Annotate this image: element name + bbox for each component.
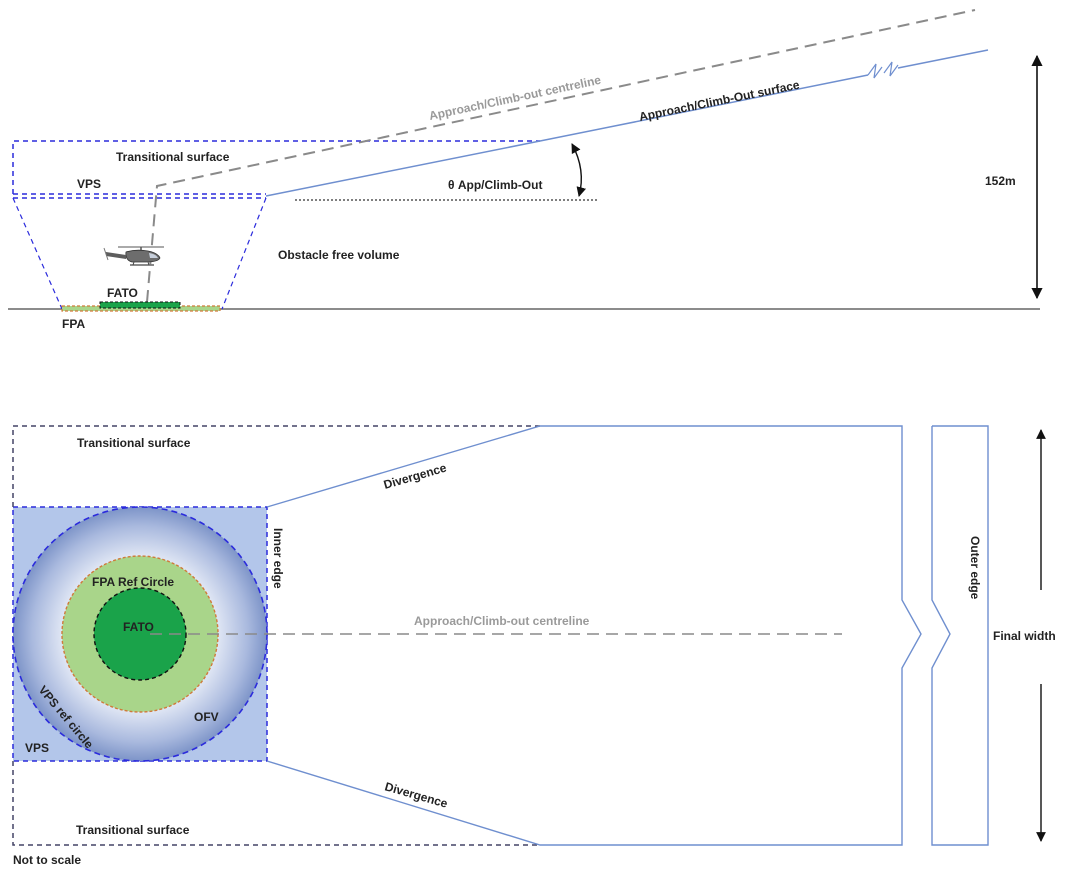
fpa-label-side: FPA xyxy=(62,317,85,331)
fato-bar xyxy=(99,301,181,309)
approach-surface-line-end xyxy=(897,49,989,69)
final-width-label: Final width xyxy=(993,629,1056,643)
outer-edge-label: Outer edge xyxy=(968,536,982,600)
transitional-outline-bottom xyxy=(12,761,540,846)
ofv-right-edge xyxy=(221,197,267,310)
not-to-scale-note: Not to scale xyxy=(13,853,81,867)
fpa-ref-circle-label: FPA Ref Circle xyxy=(92,575,174,589)
ofv-label: OFV xyxy=(194,710,219,724)
fato-label-side: FATO xyxy=(107,286,138,300)
approach-surface-line xyxy=(265,74,869,197)
transitional-surface-label-bottom: Transitional surface xyxy=(76,823,190,837)
transitional-outline-top xyxy=(12,425,540,507)
transitional-surface-label-side: Transitional surface xyxy=(116,150,230,164)
helicopter-icon xyxy=(103,246,164,266)
angle-label: θ App/Climb-Out xyxy=(448,178,542,192)
ofv-label-side: Obstacle free volume xyxy=(278,248,400,262)
inner-edge-label: Inner edge xyxy=(271,528,285,589)
approach-surface-label: Approach/Climb-Out surface xyxy=(638,78,801,124)
divergence-label-top: Divergence xyxy=(382,461,448,492)
ofv-left-edge xyxy=(12,197,63,310)
outer-edge-segment xyxy=(931,425,989,846)
approach-centreline-label-side: Approach/Climb-out centreline xyxy=(428,73,603,123)
approach-surface-plan-outline xyxy=(266,425,922,846)
height-label: 152m xyxy=(985,174,1016,188)
angle-arc xyxy=(571,143,587,197)
divergence-label-bottom: Divergence xyxy=(383,779,449,810)
side-view: Approach/Climb-out centreline Approach/C… xyxy=(8,9,1043,331)
transitional-surface-label-top: Transitional surface xyxy=(77,436,191,450)
approach-centreline-side xyxy=(146,9,976,303)
surface-break-symbol xyxy=(867,61,899,79)
vps-label-plan: VPS xyxy=(25,741,49,755)
fato-circle xyxy=(93,587,187,681)
approach-centreline-label-plan: Approach/Climb-out centreline xyxy=(414,614,590,628)
fato-label-plan: FATO xyxy=(123,620,154,634)
plan-view: Transitional surface Transitional surfac… xyxy=(12,425,1056,846)
vps-label-side: VPS xyxy=(77,177,101,191)
